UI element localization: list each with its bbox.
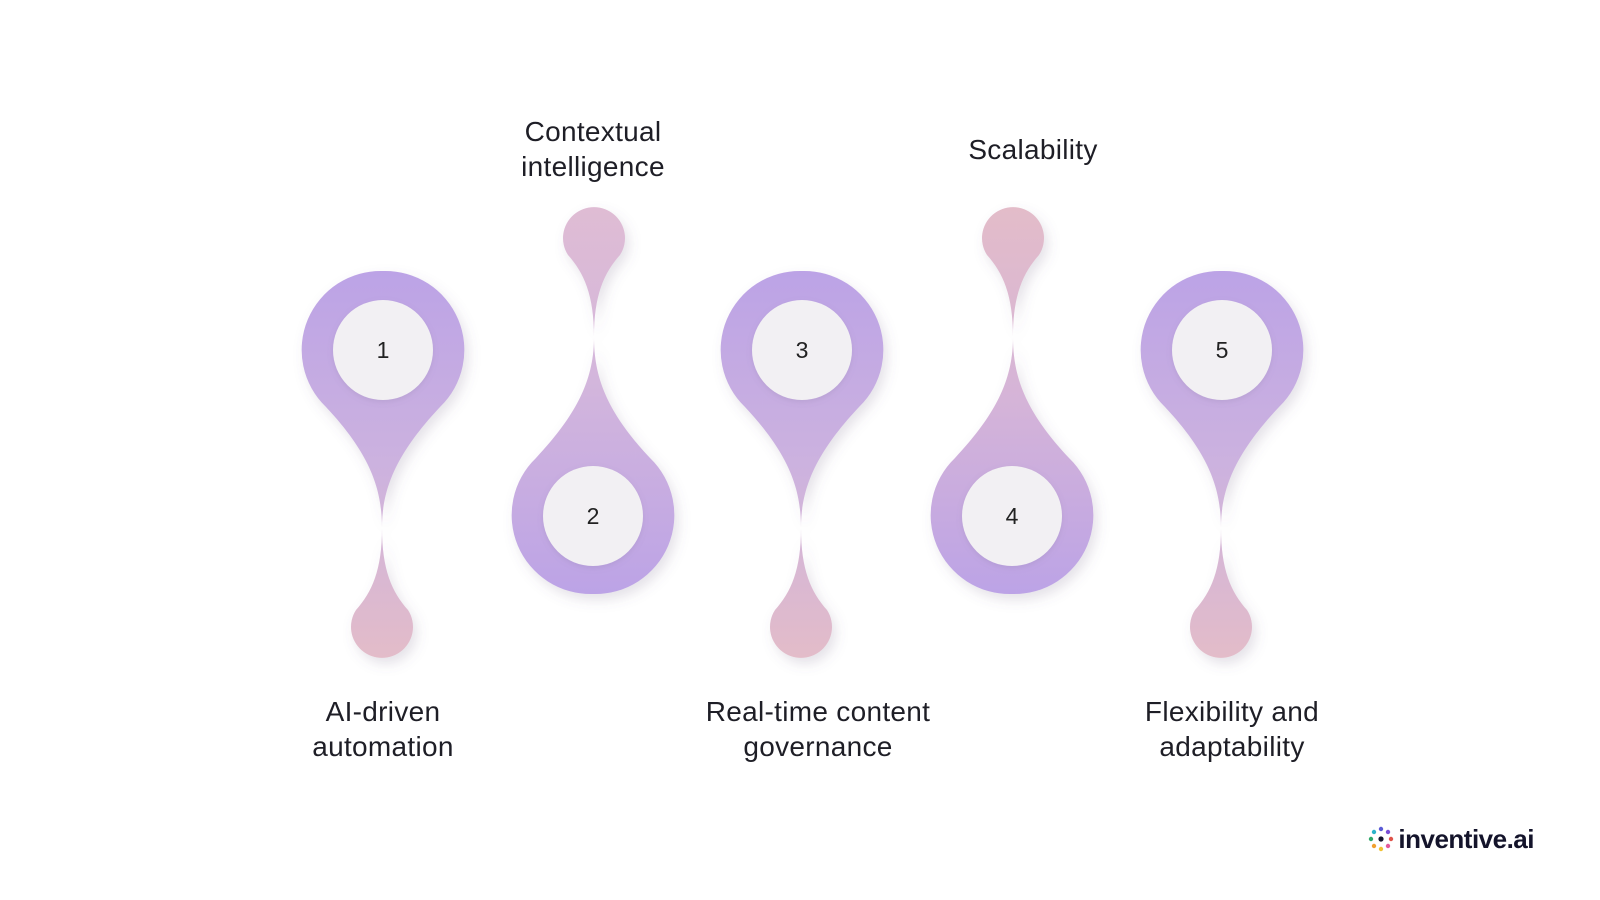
brand-name: inventive.ai xyxy=(1398,823,1534,854)
step-4-number: 4 xyxy=(1006,503,1019,529)
step-4-title-line-1: Scalability xyxy=(968,134,1098,165)
step-1-number-circle xyxy=(333,300,433,400)
step-2-title-line-2: intelligence xyxy=(521,151,665,182)
step-2-number: 2 xyxy=(587,503,600,529)
step-2-title-line-1: Contextual xyxy=(524,116,662,147)
step-3-title-line-1: Real-time content xyxy=(705,696,931,727)
step-3-title-line-2: governance xyxy=(743,731,893,762)
step-3-number: 3 xyxy=(796,337,809,363)
step-2-number-circle xyxy=(543,466,643,566)
brand-logo: inventive.ai xyxy=(1368,823,1534,855)
step-5-number-circle xyxy=(1172,300,1272,400)
step-5-title-line-2: adaptability xyxy=(1159,731,1305,762)
step-3-number-circle xyxy=(752,300,852,400)
sparkle-grid-icon xyxy=(1369,826,1394,852)
step-5-title-line-1: Flexibility and xyxy=(1144,696,1320,727)
step-4-number-circle xyxy=(962,466,1062,566)
step-1-title-line-1: AI-driven xyxy=(325,696,441,727)
step-5-title: Flexibility and adaptability xyxy=(1092,694,1372,764)
step-2-title: Contextual intelligence xyxy=(453,114,733,184)
step-4-title: Scalability xyxy=(893,132,1173,167)
step-1-title: AI-driven automation xyxy=(243,694,523,764)
step-1-title-line-2: automation xyxy=(312,731,454,762)
step-3-title: Real-time content governance xyxy=(678,694,958,764)
step-5-number: 5 xyxy=(1216,337,1229,363)
step-1-number: 1 xyxy=(377,337,390,363)
